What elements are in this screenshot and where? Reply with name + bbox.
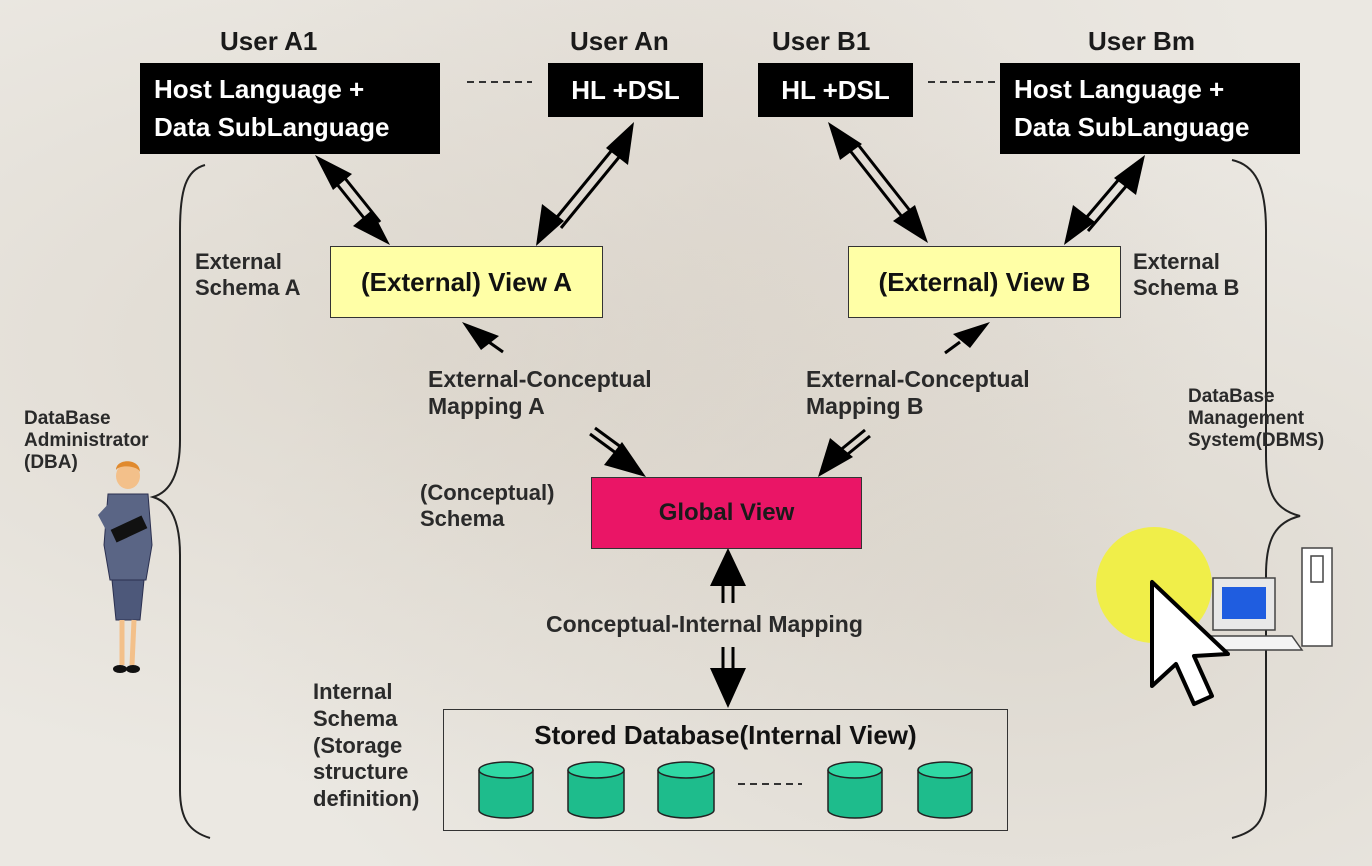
- cursor-icon: [1150, 580, 1230, 706]
- arrow-viewA-global: [462, 322, 646, 477]
- user-b1-label: User B1: [772, 26, 871, 56]
- app-box-b1: HL +DSL: [758, 63, 913, 117]
- dba-brace: [149, 164, 211, 839]
- external-schema-b-label: External Schema B: [1133, 249, 1240, 300]
- arrow-b1-viewB: [828, 122, 928, 243]
- app-box-a1: Host Language + Data SubLanguage: [140, 63, 440, 154]
- app-box-bm: Host Language + Data SubLanguage: [1000, 63, 1300, 154]
- database-cylinder-icon: [827, 761, 883, 819]
- arrow-viewB-global: [818, 322, 990, 477]
- dba-person-icon: [98, 461, 153, 673]
- dbms-label: DataBase Management System(DBMS): [1188, 386, 1325, 451]
- database-cylinder-icon: [478, 761, 534, 819]
- stored-database-box: Stored Database(Internal View): [443, 709, 1008, 831]
- stored-database-title: Stored Database(Internal View): [534, 720, 917, 750]
- database-cylinder-icon: [917, 761, 973, 819]
- arrow-an-viewA: [536, 122, 634, 246]
- user-a1-label: User A1: [220, 26, 318, 56]
- user-an-label: User An: [570, 26, 669, 56]
- arrow-bm-viewB: [1064, 155, 1145, 245]
- external-view-b: (External) View B: [848, 246, 1121, 318]
- dba-label: DataBase Administrator (DBA): [24, 408, 149, 473]
- computer-icon: [1203, 547, 1333, 651]
- arrow-global-stored: [710, 548, 746, 708]
- external-schema-a-label: External Schema A: [195, 249, 301, 300]
- internal-schema-label: Internal Schema (Storage structure defin…: [313, 679, 420, 812]
- conceptual-schema-label: (Conceptual) Schema: [420, 480, 555, 531]
- user-bm-label: User Bm: [1088, 26, 1195, 56]
- dbms-brace: [1231, 159, 1301, 839]
- arrow-a1-viewA: [315, 155, 390, 245]
- database-cylinder-icon: [657, 761, 715, 819]
- external-view-a: (External) View A: [330, 246, 603, 318]
- app-box-an: HL +DSL: [548, 63, 703, 117]
- conceptual-internal-mapping-label: Conceptual-Internal Mapping: [546, 611, 863, 637]
- global-view-box: Global View: [591, 477, 862, 549]
- mapping-a-label: External-Conceptual Mapping A: [428, 366, 652, 420]
- mapping-b-label: External-Conceptual Mapping B: [806, 366, 1030, 420]
- database-cylinder-icon: [567, 761, 625, 819]
